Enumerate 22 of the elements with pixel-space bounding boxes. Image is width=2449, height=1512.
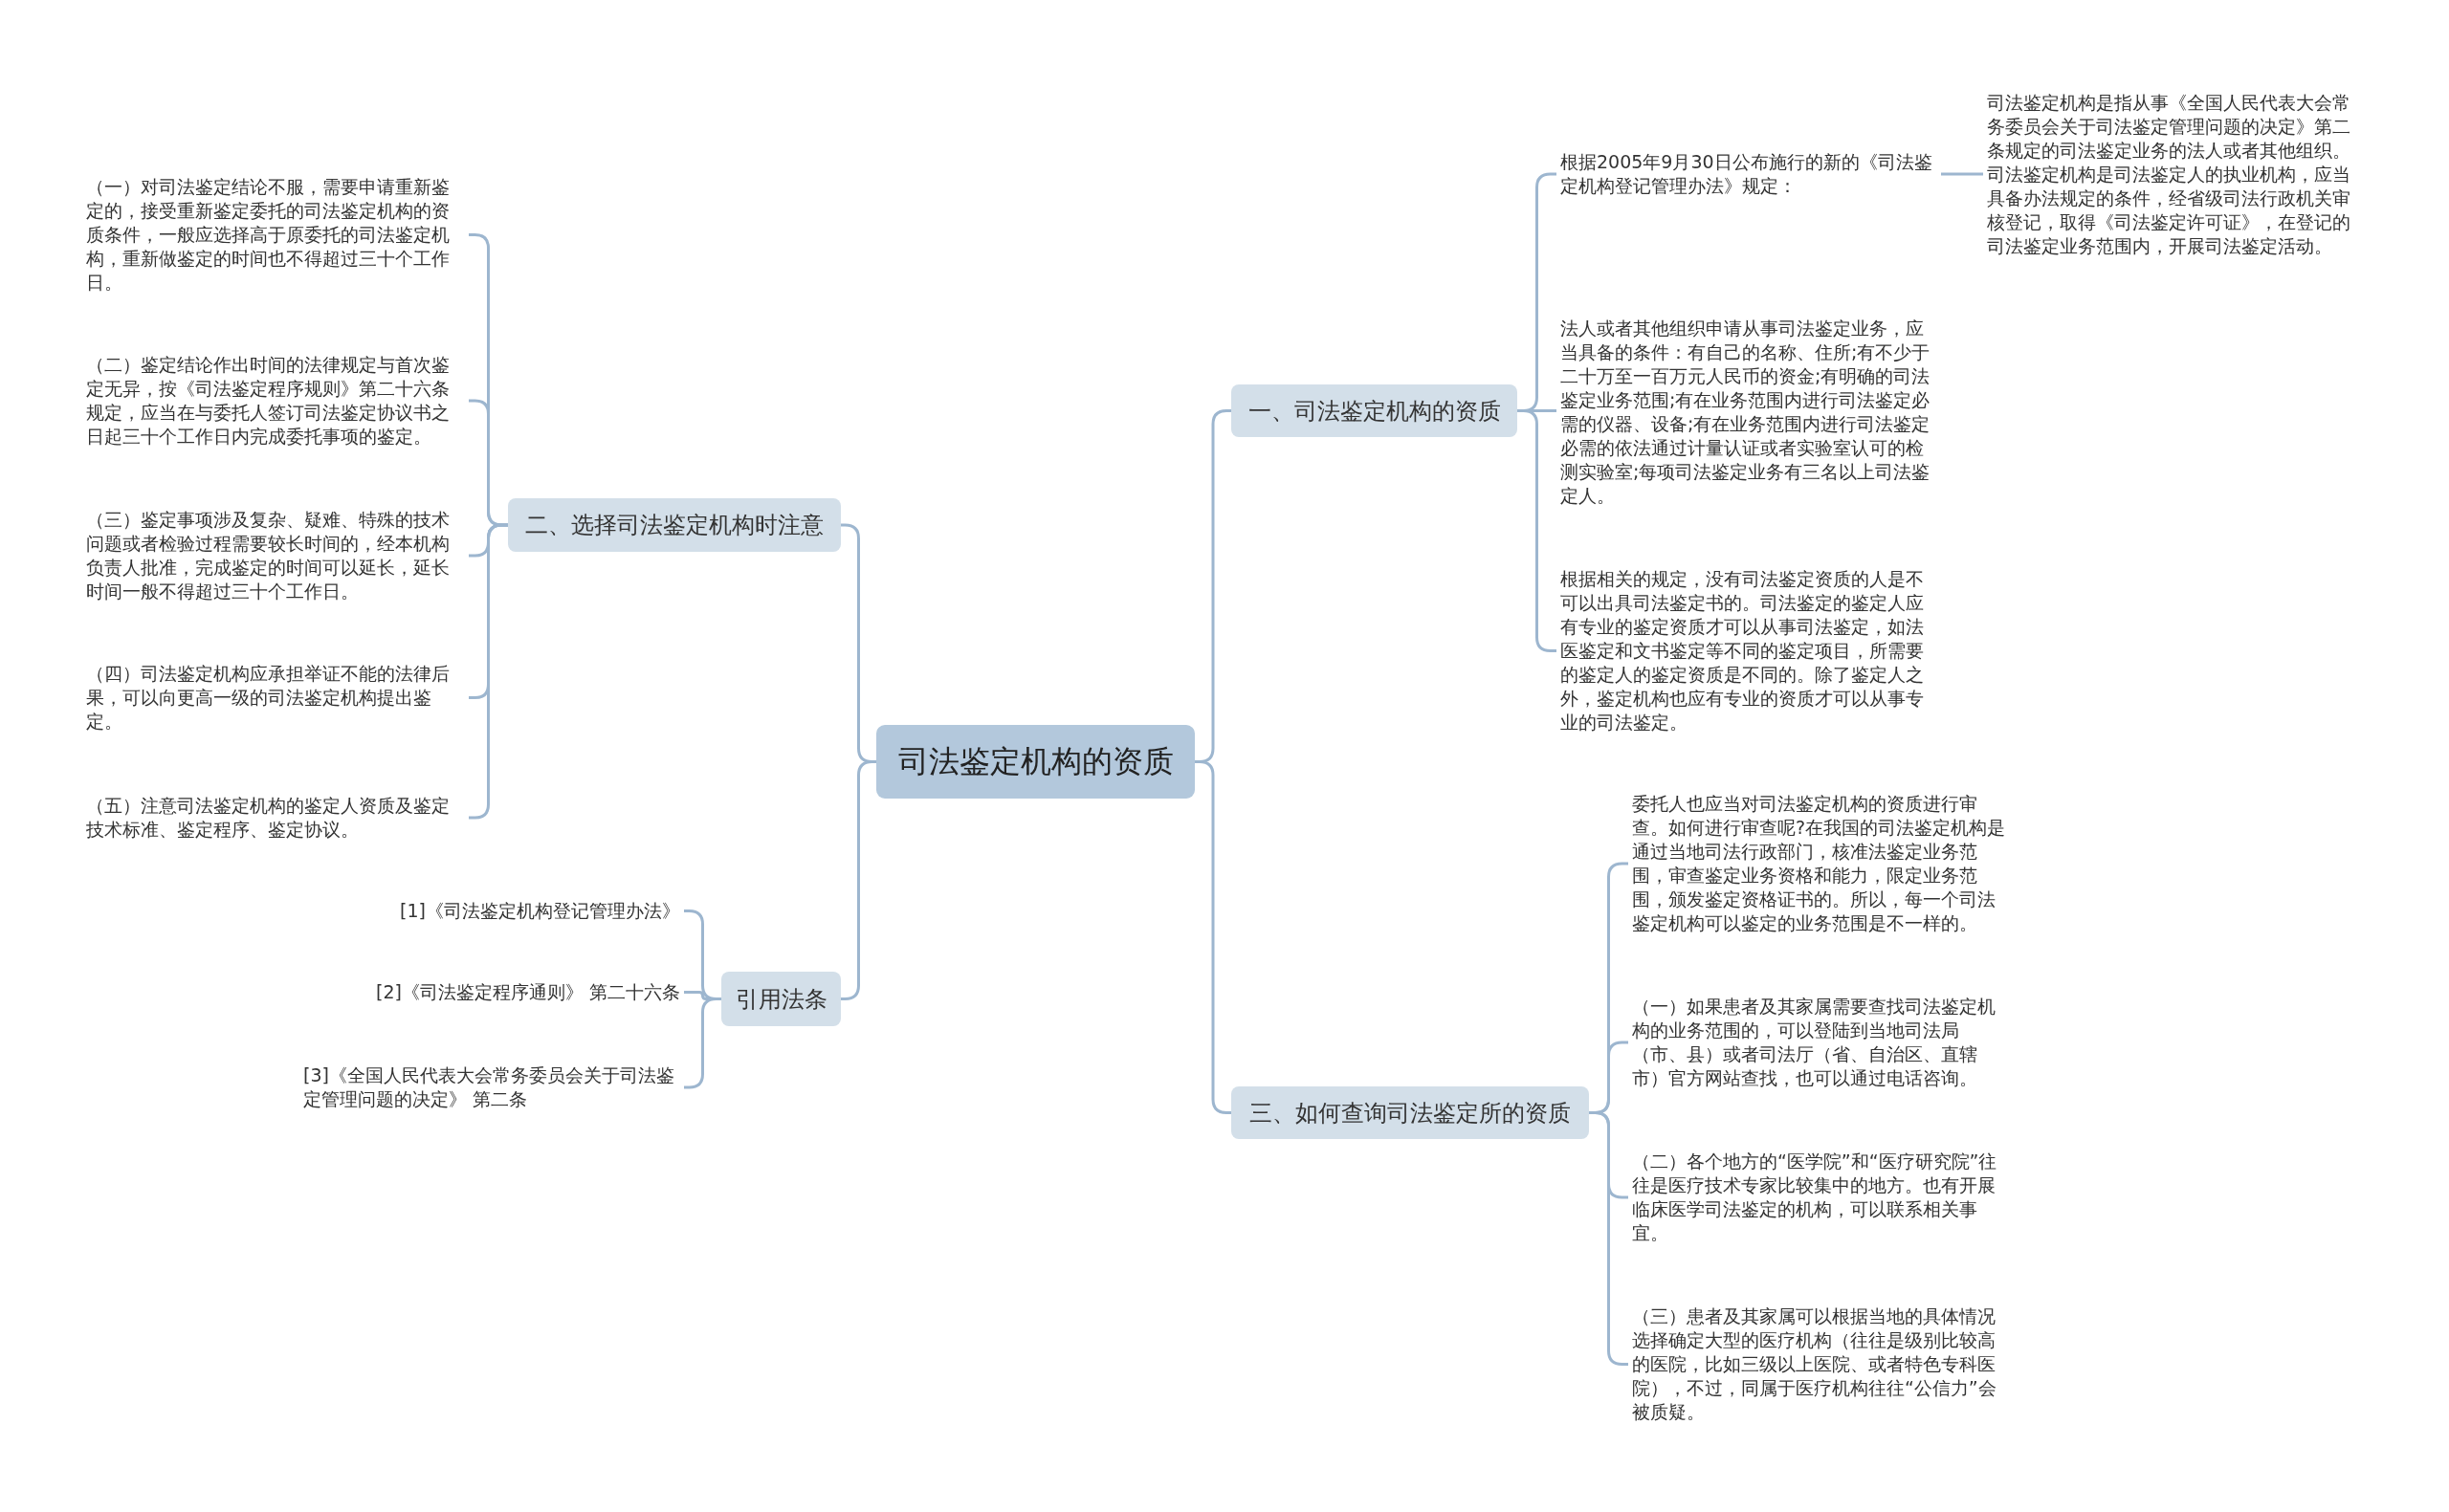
topic-text: 根据2005年9月30日公布施行的新的《司法鉴定机构登记管理办法》规定：	[1556, 150, 1941, 198]
topic-box: 引用法条	[721, 972, 841, 1026]
topic-text: （三）鉴定事项涉及复杂、疑难、特殊的技术问题或者检验过程需要较长时间的，经本机构负责人批准，完成鉴定的时间可以延长，延长时间一般不得超过三十个工作日。	[82, 508, 469, 603]
connector-line	[1941, 172, 1983, 176]
topic-text: 法人或者其他组织申请从事司法鉴定业务，应当具备的条件：有自己的名称、住所;有不少于二十万至一百万元人民币的资金;有明确的司法鉴定业务范围;有在业务范围内进行司法鉴定必需的仪器、设备;有在业务范围内进行司法鉴定必需的依法通过计量认证或者实验室认可的检测实验室;每项司法鉴定业务有三名以上司法鉴定人。	[1556, 317, 1941, 508]
topic-text: （二）鉴定结论作出时间的法律规定与首次鉴定无异，按《司法鉴定程序规则》第二十六条规定，应当在与委托人签订司法鉴定协议书之日起三十个工作日内完成委托事项的鉴定。	[82, 353, 469, 449]
topic-text: （三）患者及其家属可以根据当地的具体情况选择确定大型的医疗机构（往往是级别比较高的医院，比如三级以上医院、或者特色专科医院），不过，同属于医疗机构往往“公信力”会被质疑。	[1628, 1304, 2013, 1424]
topic-box: 三、如何查询司法鉴定所的资质	[1231, 1086, 1589, 1139]
topic-text: [3]《全国人民代表大会常务委员会关于司法鉴定管理问题的决定》 第二条	[299, 1063, 684, 1111]
topic-text: 根据相关的规定，没有司法鉴定资质的人是不可以出具司法鉴定书的。司法鉴定的鉴定人应有专业的鉴定资质才可以从事司法鉴定，如法医鉴定和文书鉴定等不同的鉴定项目，所需要的鉴定人的鉴定资质是不同的。除了鉴定人之外，鉴定机构也应有专业的资质才可以从事专业的司法鉴定。	[1556, 567, 1941, 734]
topic-box: 二、选择司法鉴定机构时注意	[508, 498, 841, 552]
central-topic-box: 司法鉴定机构的资质	[876, 725, 1195, 799]
topic-text: （五）注意司法鉴定机构的鉴定人资质及鉴定技术标准、鉴定程序、鉴定协议。	[82, 794, 469, 842]
topic-text: 司法鉴定机构是指从事《全国人民代表大会常务委员会关于司法鉴定管理问题的决定》第二条规定的司法鉴定业务的法人或者其他组织。司法鉴定机构是司法鉴定人的执业机构，应当具备办法规定的条件，经省级司法行政机关审核登记，取得《司法鉴定许可证》，在登记的司法鉴定业务范围内，开展司法鉴定活动。	[1983, 91, 2368, 258]
topic-text: （一）对司法鉴定结论不服，需要申请重新鉴定的，接受重新鉴定委托的司法鉴定机构的资质条件，一般应选择高于原委托的司法鉴定机构，重新做鉴定的时间也不得超过三十个工作日。	[82, 175, 469, 295]
topic-text: [1]《司法鉴定机构登记管理办法》	[364, 899, 684, 923]
topic-text: [2]《司法鉴定程序通则》 第二十六条	[344, 980, 684, 1004]
topic-box: 一、司法鉴定机构的资质	[1231, 384, 1517, 437]
topic-text: （二）各个地方的“医学院”和“医疗研究院”往往是医疗技术专家比较集中的地方。也有开展临床医学司法鉴定的机构，可以联系相关事宜。	[1628, 1150, 2013, 1245]
topic-text: （一）如果患者及其家属需要查找司法鉴定机构的业务范围的，可以登陆到当地司法局（市、县）或者司法厅（省、自治区、直辖市）官方网站查找，也可以通过电话咨询。	[1628, 995, 2013, 1090]
topic-text: 委托人也应当对司法鉴定机构的资质进行审查。如何进行审查呢?在我国的司法鉴定机构是通过当地司法行政部门，核准法鉴定业务范围，审查鉴定业务资格和能力，限定业务范围，颁发鉴定资格证书的。所以，每一个司法鉴定机构可以鉴定的业务范围是不一样的。	[1628, 792, 2013, 935]
topic-text: （四）司法鉴定机构应承担举证不能的法律后果，可以向更高一级的司法鉴定机构提出鉴定。	[82, 662, 469, 734]
